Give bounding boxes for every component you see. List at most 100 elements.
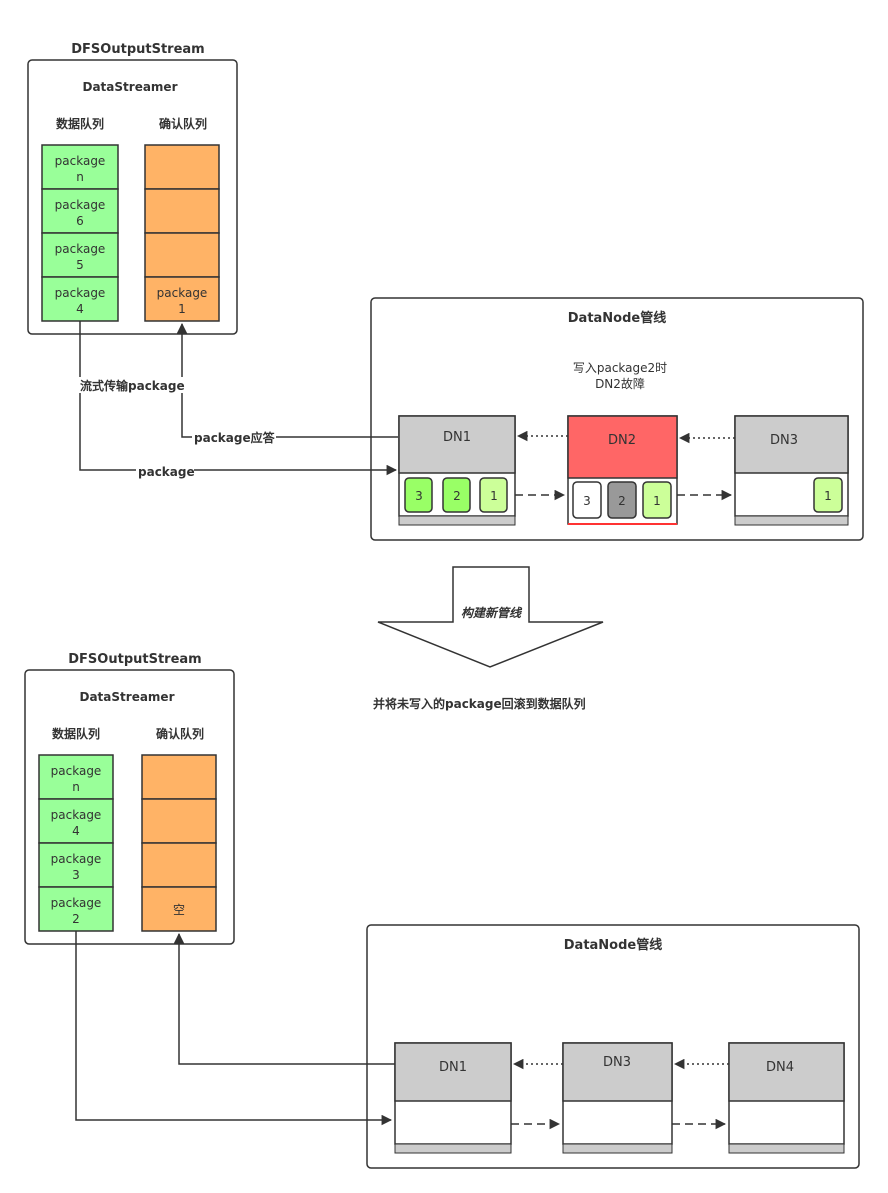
node-name: DN1 [443, 430, 471, 445]
bottom-data-cell-label: package [51, 896, 102, 910]
top-data-cell-label: 5 [76, 258, 84, 272]
top-ack-cell-label: package [157, 286, 208, 300]
label-bg [78, 377, 186, 393]
top-data-cell-label: n [76, 170, 84, 184]
top-data-cell-label: package [55, 154, 106, 168]
label-bg [136, 463, 194, 479]
top-node-dn3: DN3 1 [734, 415, 849, 526]
bottom-node-dn1: DN1 [394, 1042, 512, 1154]
packet-label: 3 [583, 494, 591, 508]
bottom-stream-title: DFSOutputStream [68, 652, 201, 667]
top-data-cell-label: 4 [76, 302, 84, 316]
bottom-streamer-title: DataStreamer [80, 690, 175, 704]
failure-note: 写入package2时 [573, 361, 667, 375]
node-name: DN3 [603, 1055, 631, 1070]
top-data-cell-label: package [55, 286, 106, 300]
bottom-pipeline-box [366, 924, 860, 1169]
top-data-queue: package n package 6 package 5 package 4 [41, 144, 119, 322]
bottom-data-cell-label: 4 [72, 824, 80, 838]
packet [607, 481, 637, 519]
failure-note: DN2故障 [595, 376, 645, 391]
bottom-ack-cell [141, 842, 217, 888]
node-header [567, 415, 678, 479]
top-package-send-arrow [79, 321, 398, 476]
bottom-data-cell [38, 798, 114, 844]
node-header [728, 1042, 845, 1102]
bottom-ack-cell [141, 754, 217, 800]
top-pipeline-title: DataNode管线 [568, 310, 666, 326]
bottom-node-dn4: DN4 [728, 1042, 845, 1154]
bottom-stream-box [24, 669, 235, 945]
node-base [398, 515, 516, 526]
top-stream-box [27, 59, 238, 335]
top-data-queue-label: 数据队列 [56, 116, 104, 131]
node-name: DN4 [766, 1060, 794, 1075]
packet-label: 2 [453, 489, 461, 503]
node-base [394, 1143, 512, 1154]
node-header [734, 415, 849, 474]
bottom-data-cell-label: n [72, 780, 80, 794]
bottom-data-queue: package n package 4 package 3 package 2 [38, 754, 114, 932]
packet-label: 3 [415, 489, 423, 503]
packet-label: 1 [653, 494, 661, 508]
bottom-data-cell [38, 886, 114, 932]
bottom-data-cell-label: 3 [72, 868, 80, 882]
packet [642, 481, 672, 519]
bottom-ack-cell [141, 798, 217, 844]
bottom-ack-cell [141, 886, 217, 932]
top-streamer-title: DataStreamer [83, 80, 178, 94]
top-ack-return-arrow [176, 322, 398, 438]
top-data-cell-label: package [55, 242, 106, 256]
node-base [562, 1143, 673, 1154]
top-node-dn2: DN2 3 2 1 [567, 415, 678, 525]
bottom-ack-return-arrow [173, 932, 395, 1065]
rebuild-arrow-shape [377, 566, 604, 668]
bottom-node-dn3: DN3 [562, 1042, 673, 1154]
packet [404, 477, 433, 513]
top-ack-cell-label: 1 [178, 302, 186, 316]
top-ack-cell [144, 144, 220, 190]
packet [572, 481, 602, 519]
node-base [734, 515, 849, 526]
packet-label: 1 [490, 489, 498, 503]
node-header [394, 1042, 512, 1102]
label-bg [192, 430, 276, 446]
top-ack-queue: package 1 [144, 144, 220, 322]
rollback-note: 并将未写入的package回滚到数据队列 [373, 696, 586, 711]
top-data-cell [41, 276, 119, 322]
top-ack-cell [144, 188, 220, 234]
node-header [562, 1042, 673, 1102]
bottom-ack-cell-label: 空 [173, 903, 185, 917]
packet [442, 477, 471, 513]
packet-label: 2 [618, 494, 626, 508]
rebuild-arrow-label: 构建新管线 [461, 606, 523, 620]
top-stream-label: 流式传输package [80, 378, 185, 393]
node-header [398, 415, 516, 474]
packet [813, 477, 843, 513]
bottom-data-cell [38, 754, 114, 800]
bottom-package-send-arrow [75, 931, 393, 1126]
bottom-ack-queue: 空 [141, 754, 217, 932]
top-ack-label: package应答 [194, 430, 276, 445]
top-ack-cell [144, 232, 220, 278]
bottom-pipeline-title: DataNode管线 [564, 937, 662, 953]
node-name: DN2 [608, 433, 636, 448]
top-data-cell-label: 6 [76, 214, 84, 228]
packet [479, 477, 508, 513]
top-pipeline-box [370, 297, 864, 541]
bottom-data-cell-label: package [51, 764, 102, 778]
top-node-dn1: DN1 3 2 1 [398, 415, 516, 526]
top-data-cell [41, 232, 119, 278]
bottom-data-cell-label: package [51, 808, 102, 822]
bottom-data-queue-label: 数据队列 [52, 726, 100, 741]
top-package-label: package [138, 465, 195, 479]
bottom-ack-queue-label: 确认队列 [156, 726, 204, 741]
top-data-cell-label: package [55, 198, 106, 212]
top-ack-queue-label: 确认队列 [159, 116, 207, 131]
node-name: DN1 [439, 1060, 467, 1075]
bottom-data-cell-label: 2 [72, 912, 80, 926]
node-name: DN3 [770, 433, 798, 448]
top-stream-title: DFSOutputStream [71, 42, 204, 57]
node-base [728, 1143, 845, 1154]
